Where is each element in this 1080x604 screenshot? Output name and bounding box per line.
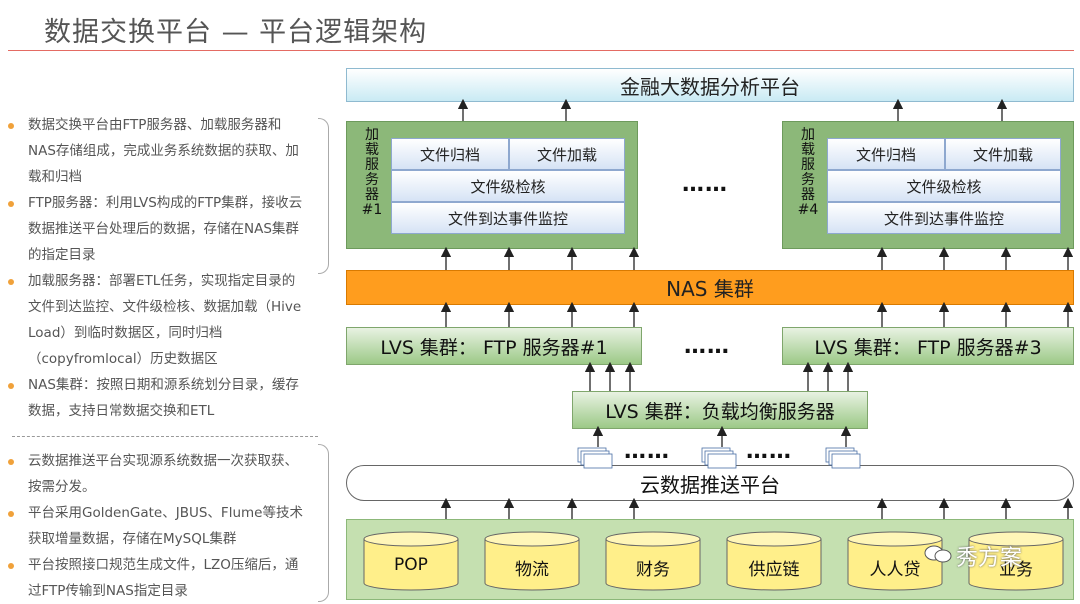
bullet-dot-icon xyxy=(8,459,14,465)
bullet-item: 平台按照接口规范生成文件，LZO压缩后，通过FTP传输到NAS指定目录 xyxy=(6,552,306,604)
bullet-dot-icon xyxy=(8,511,14,517)
database-business: 业务 xyxy=(968,531,1064,591)
file-stack-icon xyxy=(701,447,737,469)
file-archive-box: 文件归档 xyxy=(391,138,509,170)
file-stack-icon xyxy=(825,447,861,469)
bullet-item: 平台采用GoldenGate、JBUS、Flume等技术获取增量数据，存储在My… xyxy=(6,500,306,552)
load-balancer-box: LVS 集群：负载均衡服务器 xyxy=(572,391,868,429)
page-title: 数据交换平台 — 平台逻辑架构 xyxy=(44,17,428,48)
bullet-item: NAS集群：按照日期和源系统划分目录，缓存数据，支持日常数据交换和ETL xyxy=(6,372,306,424)
load-server-1: 加载服务器#1 文件归档 文件加载 文件级检核 文件到达事件监控 xyxy=(346,121,638,249)
bullet-item: 加载服务器：部署ETL任务，实现指定目录的文件到达监控、文件级检核、数据加载（H… xyxy=(6,268,306,372)
title-rule xyxy=(8,50,1074,51)
bullet-item: FTP服务器：利用LVS构成的FTP集群，接收云数据推送平台处理后的数据，存储在… xyxy=(6,190,306,268)
database-pop: POP xyxy=(363,531,459,591)
watermark: 秀方案 xyxy=(956,546,1023,571)
file-load-box: 文件加载 xyxy=(509,138,625,170)
cloud-push-platform: 云数据推送平台 xyxy=(346,465,1074,501)
database-icon xyxy=(484,531,580,591)
ellipsis: …… xyxy=(684,334,730,359)
file-archive-box: 文件归档 xyxy=(827,138,945,170)
ellipsis: …… xyxy=(624,439,670,464)
lvs-ftp-server-1: LVS 集群： FTP 服务器#1 xyxy=(346,327,642,365)
bullet-dot-icon xyxy=(8,123,14,129)
bullet-item: 数据交换平台由FTP服务器、加载服务器和NAS存储组成，完成业务系统数据的获取、… xyxy=(6,112,306,190)
file-check-box: 文件级检核 xyxy=(391,170,625,202)
database-supply-chain: 供应链 xyxy=(726,531,822,591)
database-icon xyxy=(968,531,1064,591)
section-divider xyxy=(12,436,318,437)
database-finance: 财务 xyxy=(605,531,701,591)
database-icon xyxy=(605,531,701,591)
bullet-dot-icon xyxy=(8,279,14,285)
analytics-platform-box: 金融大数据分析平台 xyxy=(346,68,1074,102)
file-stack-icon xyxy=(577,447,613,469)
bullet-list-top: 数据交换平台由FTP服务器、加载服务器和NAS存储组成，完成业务系统数据的获取、… xyxy=(6,112,306,424)
lvs-ftp-server-3: LVS 集群： FTP 服务器#3 xyxy=(782,327,1074,365)
ellipsis: …… xyxy=(746,439,792,464)
file-monitor-box: 文件到达事件监控 xyxy=(391,202,625,234)
server-label: 加载服务器#1 xyxy=(361,127,383,218)
bullet-item: 云数据推送平台实现源系统数据一次获取获、按需分发。 xyxy=(6,448,306,500)
nas-cluster-box: NAS 集群 xyxy=(346,270,1074,305)
bullet-list-bottom: 云数据推送平台实现源系统数据一次获取获、按需分发。 平台采用GoldenGate… xyxy=(6,448,306,604)
wechat-icon xyxy=(924,545,952,563)
bullet-dot-icon xyxy=(8,383,14,389)
database-logistics: 物流 xyxy=(484,531,580,591)
database-icon xyxy=(363,531,459,591)
database-renrendai: 人人贷 xyxy=(847,531,943,591)
bullet-dot-icon xyxy=(8,201,14,207)
source-systems-area: POP 物流 财务 供应链 人人贷 业务 xyxy=(346,519,1074,600)
database-icon xyxy=(726,531,822,591)
ellipsis: …… xyxy=(682,172,728,197)
server-label: 加载服务器#4 xyxy=(797,127,819,218)
file-check-box: 文件级检核 xyxy=(827,170,1061,202)
file-load-box: 文件加载 xyxy=(945,138,1061,170)
bullet-dot-icon xyxy=(8,563,14,569)
database-icon xyxy=(847,531,943,591)
file-monitor-box: 文件到达事件监控 xyxy=(827,202,1061,234)
load-server-4: 加载服务器#4 文件归档 文件加载 文件级检核 文件到达事件监控 xyxy=(782,121,1074,249)
